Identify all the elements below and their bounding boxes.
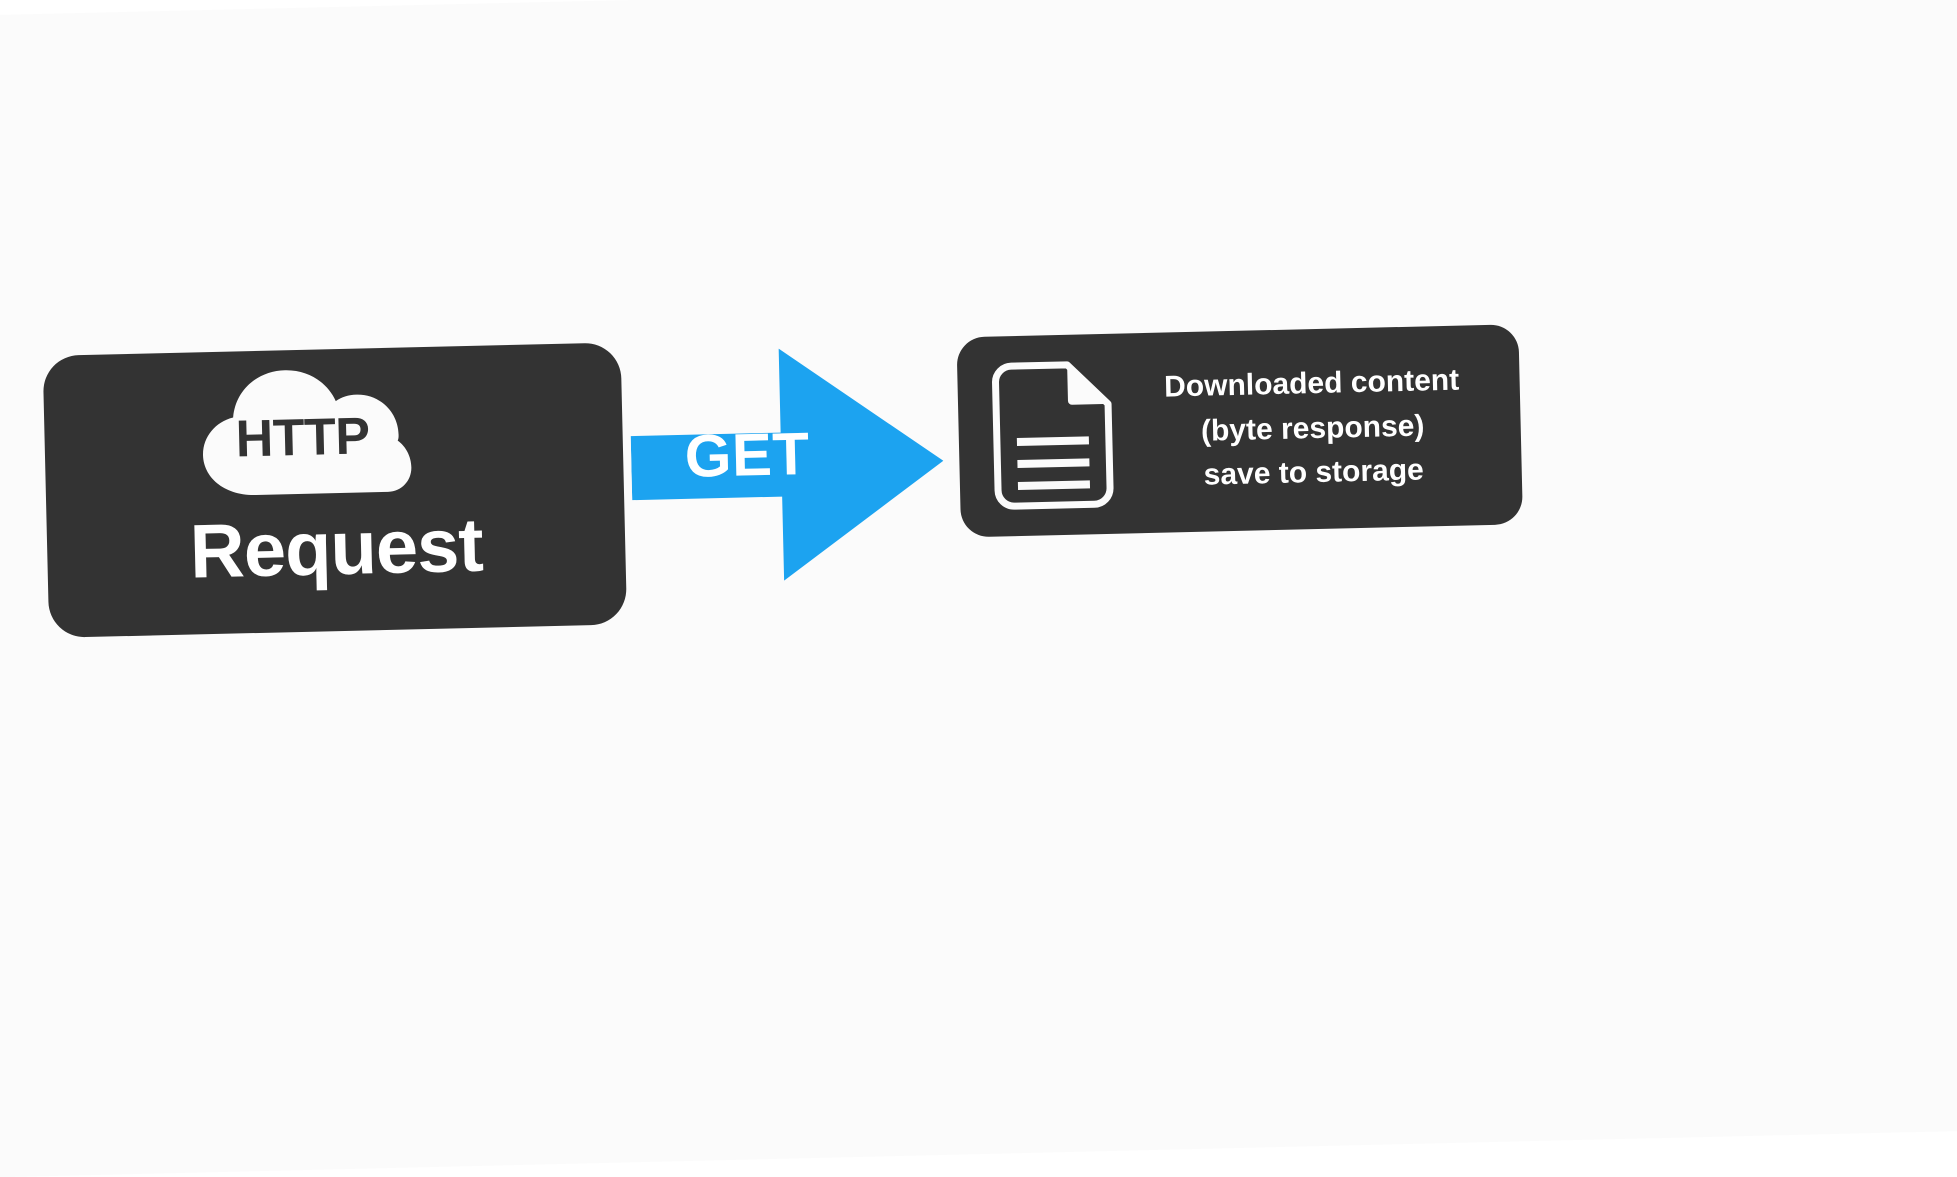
- cloud-label: HTTP: [235, 407, 371, 469]
- arrow-right-icon[interactable]: [629, 345, 946, 584]
- arrow-label-get: GET: [683, 419, 811, 490]
- response-text-block: Downloaded content (byte response) save …: [1111, 358, 1508, 500]
- cloud-icon: [191, 365, 414, 498]
- response-line-1: Downloaded content: [1163, 364, 1460, 404]
- screenshot-canvas: HTTP Request GET Downloaded co: [42, 324, 1524, 638]
- downloaded-content-node[interactable]: Downloaded content (byte response) save …: [956, 324, 1524, 538]
- request-node-label: Request: [188, 502, 484, 595]
- http-request-node[interactable]: HTTP Request: [42, 342, 628, 638]
- response-line-3: save to storage: [1203, 453, 1425, 492]
- document-icon: [991, 360, 1114, 511]
